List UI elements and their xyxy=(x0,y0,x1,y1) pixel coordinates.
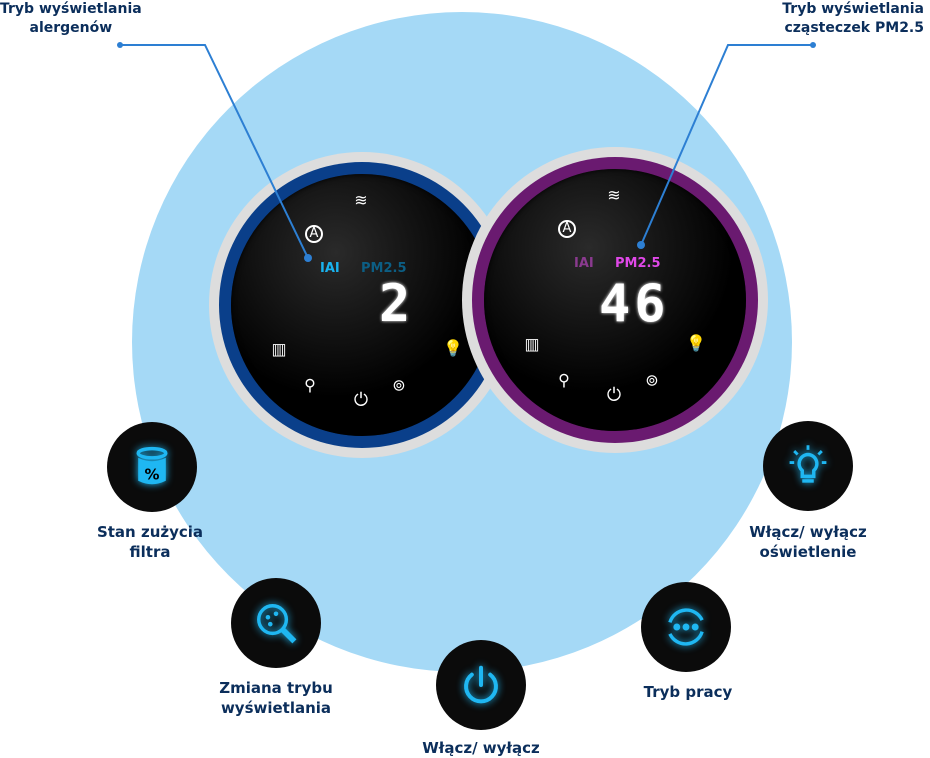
feature-label-filter: Stan zużycia filtra xyxy=(96,523,204,561)
magnifier-icon[interactable]: ⚲ xyxy=(558,370,570,390)
pm25-label: PM2.5 xyxy=(361,261,407,276)
feature-label-light: Włącz/ wyłącz oświetlenie xyxy=(749,523,867,561)
wifi-icon: ≋ xyxy=(607,185,621,205)
callout-allergen: Tryb wyświetlania alergenów xyxy=(0,1,142,36)
mode-cycle-icon xyxy=(641,582,731,672)
wifi-icon: ≋ xyxy=(354,190,368,210)
iai-label: IAI xyxy=(320,261,340,276)
control-panel-pm25: ≋ A IAI PM2.5 46 ▥ 💡 ⚲ ⊚ ⏻ xyxy=(462,147,768,453)
feature-label-work-mode: Tryb pracy xyxy=(643,683,733,701)
mode-icon[interactable]: ⊚ xyxy=(392,375,406,395)
feature-label-power: Włącz/ wyłącz xyxy=(422,739,540,757)
filter-icon[interactable]: ▥ xyxy=(524,334,540,354)
pm25-label: PM2.5 xyxy=(615,256,661,271)
magnifier-icon xyxy=(231,578,321,668)
auto-mode-icon: A xyxy=(558,220,576,238)
callout-pm25: Tryb wyświetlania cząsteczek PM2.5 xyxy=(782,1,924,36)
mode-icon[interactable]: ⊚ xyxy=(645,370,659,390)
reading-value: 2 xyxy=(379,274,415,334)
light-icon[interactable]: 💡 xyxy=(686,333,706,353)
reading-value: 46 xyxy=(599,274,670,334)
power-icon xyxy=(436,640,526,730)
power-icon[interactable]: ⏻ xyxy=(606,384,622,406)
auto-mode-icon: A xyxy=(305,225,323,243)
feature-label-display-mode: Zmiana trybu wyświetlania xyxy=(219,679,333,717)
filter-percent-icon: % xyxy=(107,422,197,512)
iai-label: IAI xyxy=(574,256,594,271)
magnifier-icon[interactable]: ⚲ xyxy=(304,375,316,395)
light-bulb-icon xyxy=(763,421,853,511)
filter-icon[interactable]: ▥ xyxy=(271,339,287,359)
light-icon[interactable]: 💡 xyxy=(443,338,463,358)
power-icon[interactable]: ⏻ xyxy=(353,389,369,411)
svg-text:%: % xyxy=(145,466,160,484)
